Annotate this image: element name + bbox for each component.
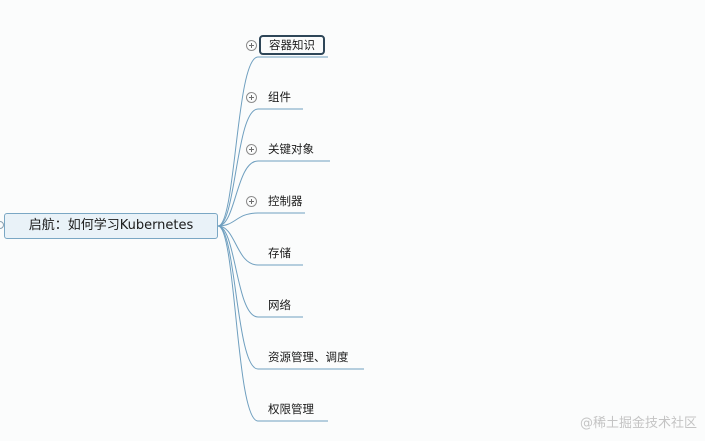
topic-key-objects[interactable]: 关键对象 [268, 142, 314, 156]
topic-container-knowledge[interactable]: 容器知识 [259, 35, 325, 55]
branch-connector [217, 212, 259, 227]
branch-connector [217, 225, 259, 318]
branch-connector [217, 160, 259, 227]
connectors [217, 56, 364, 422]
topic-permissions[interactable]: 权限管理 [268, 402, 314, 416]
branch-connector [217, 56, 259, 227]
topic-resource-scheduling[interactable]: 资源管理、调度 [268, 350, 349, 364]
branch-connector [217, 225, 259, 266]
watermark: @稀土掘金技术社区 [579, 416, 697, 431]
topic-storage[interactable]: 存储 [268, 246, 291, 260]
expand-icon[interactable] [246, 92, 257, 103]
topic-controllers[interactable]: 控制器 [268, 194, 303, 208]
topic-components[interactable]: 组件 [268, 90, 291, 104]
branch-connector [217, 225, 259, 370]
topic-network[interactable]: 网络 [268, 298, 291, 312]
branch-connector [217, 108, 259, 227]
root-topic[interactable]: 启航：如何学习Kubernetes [4, 213, 218, 239]
branch-connector [217, 225, 259, 422]
expand-icon[interactable] [246, 196, 257, 207]
expand-icon[interactable] [246, 144, 257, 155]
expand-icon[interactable] [246, 40, 257, 51]
